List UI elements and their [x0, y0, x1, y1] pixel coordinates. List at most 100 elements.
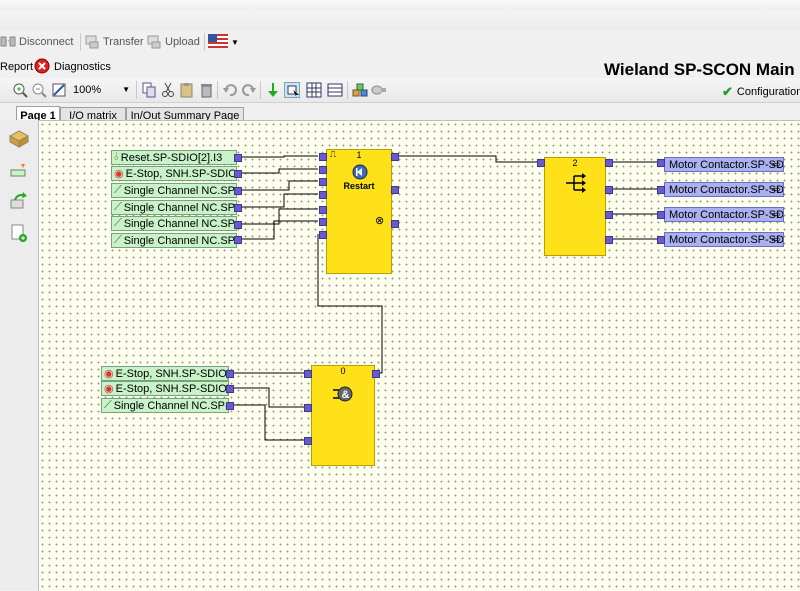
connection-toolbar: Disconnect Transfer Upload ▼: [0, 0, 800, 51]
input-estop[interactable]: ◉ E-Stop, SNH.SP-SDIO[1: [101, 366, 229, 381]
connection-pin[interactable]: [319, 153, 327, 161]
restart-icon: [352, 164, 368, 180]
restart-function-block[interactable]: 1 Restart ⊗: [326, 149, 392, 274]
input-single-channel[interactable]: ⟋ Single Channel NC.SP-: [111, 200, 237, 215]
input-single-channel[interactable]: ⟋ Single Channel NC.SP-: [111, 183, 237, 198]
connection-pin[interactable]: [657, 186, 665, 194]
add-page-icon[interactable]: [9, 224, 29, 242]
input-label: E-Stop, SNH.SP-SDIO[1: [115, 367, 229, 380]
disconnect-icon: [0, 33, 16, 52]
connection-pin[interactable]: [605, 186, 613, 194]
connection-pin[interactable]: [234, 187, 242, 195]
disconnect-button[interactable]: Disconnect: [0, 32, 73, 52]
output-motor-contactor[interactable]: Motor Contactor.SP-SDI ⇨: [664, 232, 784, 247]
block-number: 0: [340, 366, 346, 376]
paste-icon[interactable]: [179, 82, 195, 98]
upload-button[interactable]: Upload: [146, 32, 200, 52]
zoom-value: 100%: [73, 83, 102, 96]
input-reset[interactable]: ⫰ Reset.SP-SDIO[2].I3: [111, 150, 237, 165]
connection-pin[interactable]: [234, 236, 242, 244]
connection-pin[interactable]: [657, 159, 665, 167]
cut-icon[interactable]: [160, 82, 176, 98]
refresh-icon[interactable]: [9, 192, 29, 210]
connection-pin[interactable]: [537, 159, 545, 167]
connection-pin[interactable]: [657, 211, 665, 219]
copy-icon[interactable]: [141, 82, 157, 98]
connection-pin[interactable]: [319, 178, 327, 186]
connection-pin[interactable]: [605, 159, 613, 167]
transfer-label: Transfer: [103, 36, 144, 48]
report-toolbar: Report Diagnostics: [0, 56, 800, 78]
transfer-button[interactable]: Transfer: [84, 32, 144, 52]
blocks-icon[interactable]: [352, 82, 368, 98]
connection-pin[interactable]: [319, 206, 327, 214]
snap-icon[interactable]: [265, 82, 281, 98]
connection-pin[interactable]: [391, 220, 399, 228]
report-button[interactable]: Report: [0, 57, 33, 77]
and-function-block[interactable]: 0 &: [311, 365, 375, 466]
output-motor-contactor[interactable]: Motor Contactor.SP-SDI ⇨: [664, 207, 784, 222]
output-label: Motor Contactor.SP-SDI: [669, 183, 784, 196]
zoom-out-icon[interactable]: [31, 82, 47, 98]
input-single-channel[interactable]: ⟋ Single Channel NC.SP-: [101, 398, 229, 413]
connection-pin[interactable]: [226, 402, 234, 410]
logic-canvas[interactable]: ⫰ Reset.SP-SDIO[2].I3 ◉ E-Stop, SNH.SP-S…: [38, 120, 800, 591]
connection-pin[interactable]: [372, 370, 380, 378]
connection-pin[interactable]: [391, 153, 399, 161]
connection-pin[interactable]: [391, 186, 399, 194]
table-icon[interactable]: [327, 82, 343, 98]
connection-pin[interactable]: [319, 166, 327, 174]
output-arrow-icon: ⇨: [771, 184, 781, 196]
connection-pin[interactable]: [657, 236, 665, 244]
connection-pin[interactable]: [234, 170, 242, 178]
fanout-function-block[interactable]: 2: [544, 157, 606, 256]
input-single-channel[interactable]: ⟋ Single Channel NC.SP-: [111, 216, 237, 231]
switch-input-icon: ⟋: [114, 234, 122, 246]
undo-icon[interactable]: [222, 82, 238, 98]
connection-pin[interactable]: [304, 404, 312, 412]
input-estop[interactable]: ◉ E-Stop, SNH.SP-SDIO[1: [101, 381, 229, 396]
disconnect-label: Disconnect: [19, 36, 74, 48]
output-label: Motor Contactor.SP-SDI: [669, 158, 784, 171]
upload-label: Upload: [165, 36, 200, 48]
block-number: 2: [572, 158, 578, 168]
input-estop[interactable]: ◉ E-Stop, SNH.SP-SDIO[1: [111, 166, 237, 181]
connection-pin[interactable]: [304, 370, 312, 378]
block-label: Restart: [343, 181, 375, 191]
delete-icon[interactable]: [198, 82, 214, 98]
add-input-icon[interactable]: [9, 164, 29, 178]
connection-pin[interactable]: [304, 437, 312, 445]
input-single-channel[interactable]: ⟋ Single Channel NC.SP-: [111, 233, 237, 248]
report-label: Report: [0, 61, 34, 73]
output-motor-contactor[interactable]: Motor Contactor.SP-SDI ⇨: [664, 182, 784, 197]
tab-in-out-summary[interactable]: In/Out Summary Page: [126, 107, 244, 124]
connection-pin[interactable]: [234, 204, 242, 212]
connection-pin[interactable]: [319, 191, 327, 199]
zoom-fit-icon[interactable]: [51, 82, 67, 98]
folder-icon[interactable]: [9, 130, 29, 148]
tab-io-matrix[interactable]: I/O matrix: [60, 107, 126, 124]
connection-pin[interactable]: [226, 385, 234, 393]
estop-input-icon: ◉: [104, 368, 114, 380]
connection-pin[interactable]: [226, 370, 234, 378]
grid-icon[interactable]: [306, 82, 322, 98]
estop-input-icon: ◉: [114, 168, 124, 180]
redo-icon[interactable]: [241, 82, 257, 98]
upload-icon: [146, 33, 162, 52]
connection-pin[interactable]: [234, 154, 242, 162]
connection-pin[interactable]: [319, 231, 327, 239]
zoom-select[interactable]: 100% ▼: [70, 82, 132, 97]
diagnostics-button[interactable]: Diagnostics: [33, 57, 111, 77]
switch-input-icon: ⟋: [114, 217, 122, 229]
output-motor-contactor[interactable]: Motor Contactor.SP-SDI ⇨: [664, 157, 784, 172]
connection-pin[interactable]: [234, 221, 242, 229]
connector-icon[interactable]: [371, 82, 387, 98]
tab-page-1[interactable]: Page 1: [16, 106, 60, 124]
select-mode-icon[interactable]: [284, 82, 300, 98]
connection-pin[interactable]: [605, 236, 613, 244]
zoom-in-icon[interactable]: [12, 82, 28, 98]
switch-input-icon: ⟋: [104, 399, 112, 411]
language-dropdown[interactable]: ▼: [208, 32, 239, 52]
connection-pin[interactable]: [319, 218, 327, 226]
connection-pin[interactable]: [605, 211, 613, 219]
